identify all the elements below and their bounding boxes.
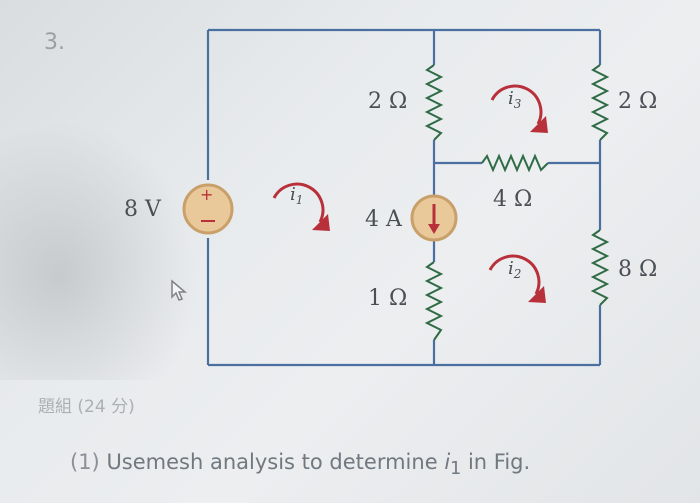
- resistor-middle-label: 4 Ω: [493, 187, 532, 212]
- resistor-bottom-middle-label: 1 Ω: [368, 286, 407, 311]
- shadow-region: [0, 120, 200, 380]
- question-suffix: in Fig.: [461, 450, 531, 474]
- question-group-label: 題組 (24 分): [38, 397, 135, 417]
- mesh-current-1-arrow: [272, 182, 330, 231]
- svg-text:+: +: [200, 185, 213, 204]
- resistor-top-middle: [424, 64, 444, 141]
- resistor-top-right: [590, 64, 610, 141]
- mesh-current-2-label: i2: [508, 258, 521, 281]
- current-source: [410, 194, 458, 242]
- resistor-top-right-label: 2 Ω: [618, 89, 657, 114]
- question-part-number: (1): [70, 450, 100, 474]
- mesh-current-1-label: i1: [290, 184, 303, 207]
- resistor-bottom-right-label: 8 Ω: [618, 257, 657, 282]
- question-body: Usemesh analysis to determine: [106, 450, 438, 474]
- mesh-current-3-label: i3: [508, 88, 522, 111]
- resistor-bottom-middle: [424, 261, 444, 341]
- mouse-cursor-icon: [171, 279, 188, 301]
- current-source-label: 4 A: [365, 207, 403, 232]
- voltage-source-label: 8 V: [124, 197, 162, 222]
- question-text: (1) Usemesh analysis to determine i1 in …: [70, 450, 530, 479]
- mesh-current-2-arrow: [488, 254, 546, 303]
- question-number: 3.: [44, 30, 65, 55]
- question-variable-sub: 1: [450, 459, 462, 480]
- resistor-middle: [481, 153, 549, 173]
- mesh-current-3-arrow: [490, 84, 548, 133]
- voltage-source: +: [182, 183, 234, 235]
- question-variable: i: [444, 450, 451, 474]
- resistor-top-middle-label: 2 Ω: [368, 89, 407, 114]
- resistor-bottom-right: [590, 229, 610, 306]
